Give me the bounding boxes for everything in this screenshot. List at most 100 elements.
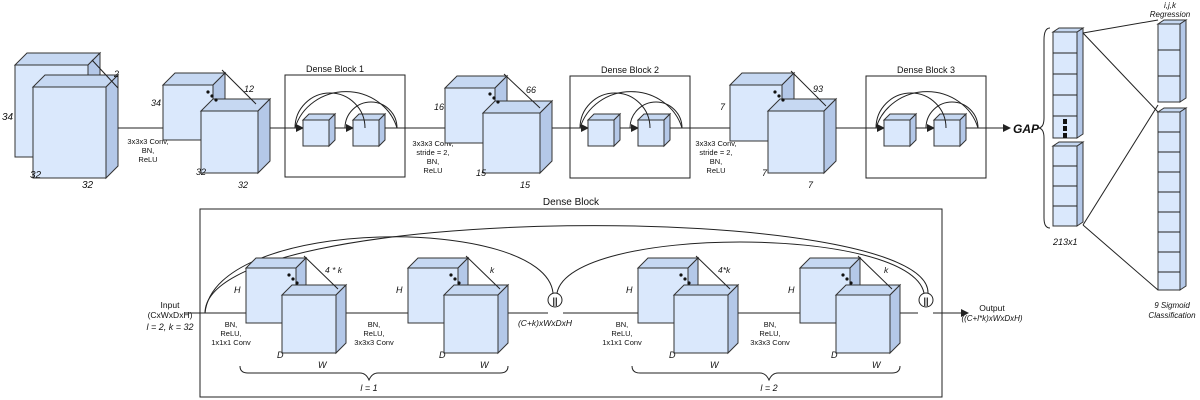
input-width-label: 32 xyxy=(30,170,42,181)
detail-input-label: Input (CxWxDxH) l = 2, k = 32 xyxy=(146,300,193,332)
layer2-op-label: BN, ReLU, 3x3x3 Conv xyxy=(354,320,394,347)
feature-vector: 213x1 xyxy=(1037,27,1085,247)
svg-text:BN,: BN, xyxy=(225,320,238,329)
svg-text:l = 2, k = 32: l = 2, k = 32 xyxy=(146,322,193,332)
classification-head: 9 Sigmoid Classification xyxy=(1148,107,1196,320)
svg-text:W: W xyxy=(872,360,882,370)
svg-text:12: 12 xyxy=(244,84,254,94)
svg-text:BN,: BN, xyxy=(616,320,629,329)
svg-text:H: H xyxy=(626,285,633,295)
svg-text:k: k xyxy=(884,265,889,275)
svg-text:ReLU: ReLU xyxy=(423,166,442,175)
svg-text:Dense Block 2: Dense Block 2 xyxy=(601,65,659,75)
brace-layer-group-1 xyxy=(239,365,509,382)
svg-text:D: D xyxy=(439,350,446,360)
input-length-label: 32 xyxy=(82,180,94,191)
input-volume: 2 34 32 32 xyxy=(2,51,120,191)
svg-text:BN,: BN, xyxy=(142,146,155,155)
svg-text:W: W xyxy=(710,360,720,370)
conv1-label: 3x3x3 Conv, BN, ReLU xyxy=(127,137,168,164)
svg-text:Dense Block 3: Dense Block 3 xyxy=(897,65,955,75)
svg-text:15: 15 xyxy=(476,168,487,178)
svg-text:7: 7 xyxy=(720,102,726,112)
svg-text:3x3x3 Conv,: 3x3x3 Conv, xyxy=(695,139,736,148)
svg-text:H: H xyxy=(234,285,241,295)
block1-volumes: 12 34 32 32 xyxy=(151,69,272,190)
block3-volumes: 93 7 7 7 xyxy=(720,70,838,190)
svg-text:4*k: 4*k xyxy=(718,265,731,275)
layer3-op-label: BN, ReLU, 1x1x1 Conv xyxy=(602,320,642,347)
svg-text:||: || xyxy=(552,296,557,306)
regression-head: i,j,k Regression xyxy=(1150,1,1191,103)
svg-text:BN,: BN, xyxy=(764,320,777,329)
mid-size-label: (C+k)xWxDxH xyxy=(518,318,573,328)
group2-label: l = 2 xyxy=(760,383,777,393)
concat-node-2: || xyxy=(918,292,934,308)
svg-text:((C+l*k)xWxDxH): ((C+l*k)xWxDxH) xyxy=(961,314,1022,323)
detail-output-label: Output ((C+l*k)xWxDxH) xyxy=(961,303,1022,323)
group1-label: l = 1 xyxy=(360,383,377,393)
svg-text:stride = 2,: stride = 2, xyxy=(699,148,732,157)
brace-layer-group-2 xyxy=(631,365,901,382)
skip-connection-1 xyxy=(204,236,554,314)
svg-text:3x3x3 Conv,: 3x3x3 Conv, xyxy=(127,137,168,146)
concat-node-1: || xyxy=(547,292,563,308)
input-height-label: 34 xyxy=(2,112,14,123)
vector-size-label: 213x1 xyxy=(1052,237,1078,247)
svg-text:||: || xyxy=(923,296,928,306)
svg-text:D: D xyxy=(277,350,284,360)
block2-volumes: 66 16 15 15 xyxy=(434,73,554,190)
skip-connection-2 xyxy=(556,241,925,294)
svg-text:ReLU,: ReLU, xyxy=(611,329,632,338)
svg-text:stride = 2,: stride = 2, xyxy=(416,148,449,157)
svg-text:32: 32 xyxy=(196,167,206,177)
dense-block-detail: Dense Block Input (CxWxDxH) l = 2, k = 3… xyxy=(146,197,1023,398)
svg-text:ReLU: ReLU xyxy=(138,155,157,164)
layer4-volumes: k H D W xyxy=(788,255,902,370)
layer4-op-label: BN, ReLU, 3x3x3 Conv xyxy=(750,320,790,347)
svg-text:H: H xyxy=(788,285,795,295)
svg-text:Dense Block 1: Dense Block 1 xyxy=(306,64,364,74)
layer3-volumes: 4*k H D W xyxy=(626,255,740,370)
svg-text:1x1x1 Conv: 1x1x1 Conv xyxy=(211,338,251,347)
svg-text:Regression: Regression xyxy=(1150,10,1191,19)
layer1-volumes: 4 * k H D W xyxy=(234,255,348,370)
conv3-label: 3x3x3 Conv, stride = 2, BN, ReLU xyxy=(695,139,736,175)
layer2-volumes: k H D W xyxy=(396,255,510,370)
svg-text:7: 7 xyxy=(808,180,814,190)
svg-text:Classification: Classification xyxy=(1148,311,1196,320)
svg-text:Input: Input xyxy=(161,300,181,310)
top-pipeline: 2 34 32 32 3x3x3 Conv, BN, ReLU 12 34 32… xyxy=(2,1,1196,320)
svg-text:9 Sigmoid: 9 Sigmoid xyxy=(1154,301,1190,310)
conv2-label: 3x3x3 Conv, stride = 2, BN, ReLU xyxy=(412,139,453,175)
svg-text:ReLU,: ReLU, xyxy=(759,329,780,338)
svg-text:BN,: BN, xyxy=(368,320,381,329)
svg-text:D: D xyxy=(831,350,838,360)
svg-text:Output: Output xyxy=(979,303,1005,313)
svg-text:15: 15 xyxy=(520,180,531,190)
svg-text:1x1x1 Conv: 1x1x1 Conv xyxy=(602,338,642,347)
svg-text:3x3x3 Conv: 3x3x3 Conv xyxy=(354,338,394,347)
svg-text:BN,: BN, xyxy=(710,157,723,166)
dense-block-2: Dense Block 2 xyxy=(569,65,691,179)
svg-text:(CxWxDxH): (CxWxDxH) xyxy=(148,310,193,320)
gap-label: GAP xyxy=(1013,122,1040,136)
svg-text:ReLU: ReLU xyxy=(706,166,725,175)
svg-text:W: W xyxy=(318,360,328,370)
svg-text:93: 93 xyxy=(813,84,823,94)
svg-text:34: 34 xyxy=(151,98,161,108)
dense-block-3: Dense Block 3 xyxy=(865,65,987,179)
svg-text:BN,: BN, xyxy=(427,157,440,166)
svg-text:k: k xyxy=(490,265,495,275)
svg-text:3x3x3 Conv,: 3x3x3 Conv, xyxy=(412,139,453,148)
svg-text:3x3x3 Conv: 3x3x3 Conv xyxy=(750,338,790,347)
dense-block-detail-title: Dense Block xyxy=(543,197,600,208)
svg-text:32: 32 xyxy=(238,180,248,190)
svg-text:D: D xyxy=(669,350,676,360)
svg-text:4 * k: 4 * k xyxy=(325,265,343,275)
dense-block-1: Dense Block 1 xyxy=(284,64,406,178)
svg-text:66: 66 xyxy=(526,85,536,95)
svg-text:ReLU,: ReLU, xyxy=(220,329,241,338)
svg-text:H: H xyxy=(396,285,403,295)
